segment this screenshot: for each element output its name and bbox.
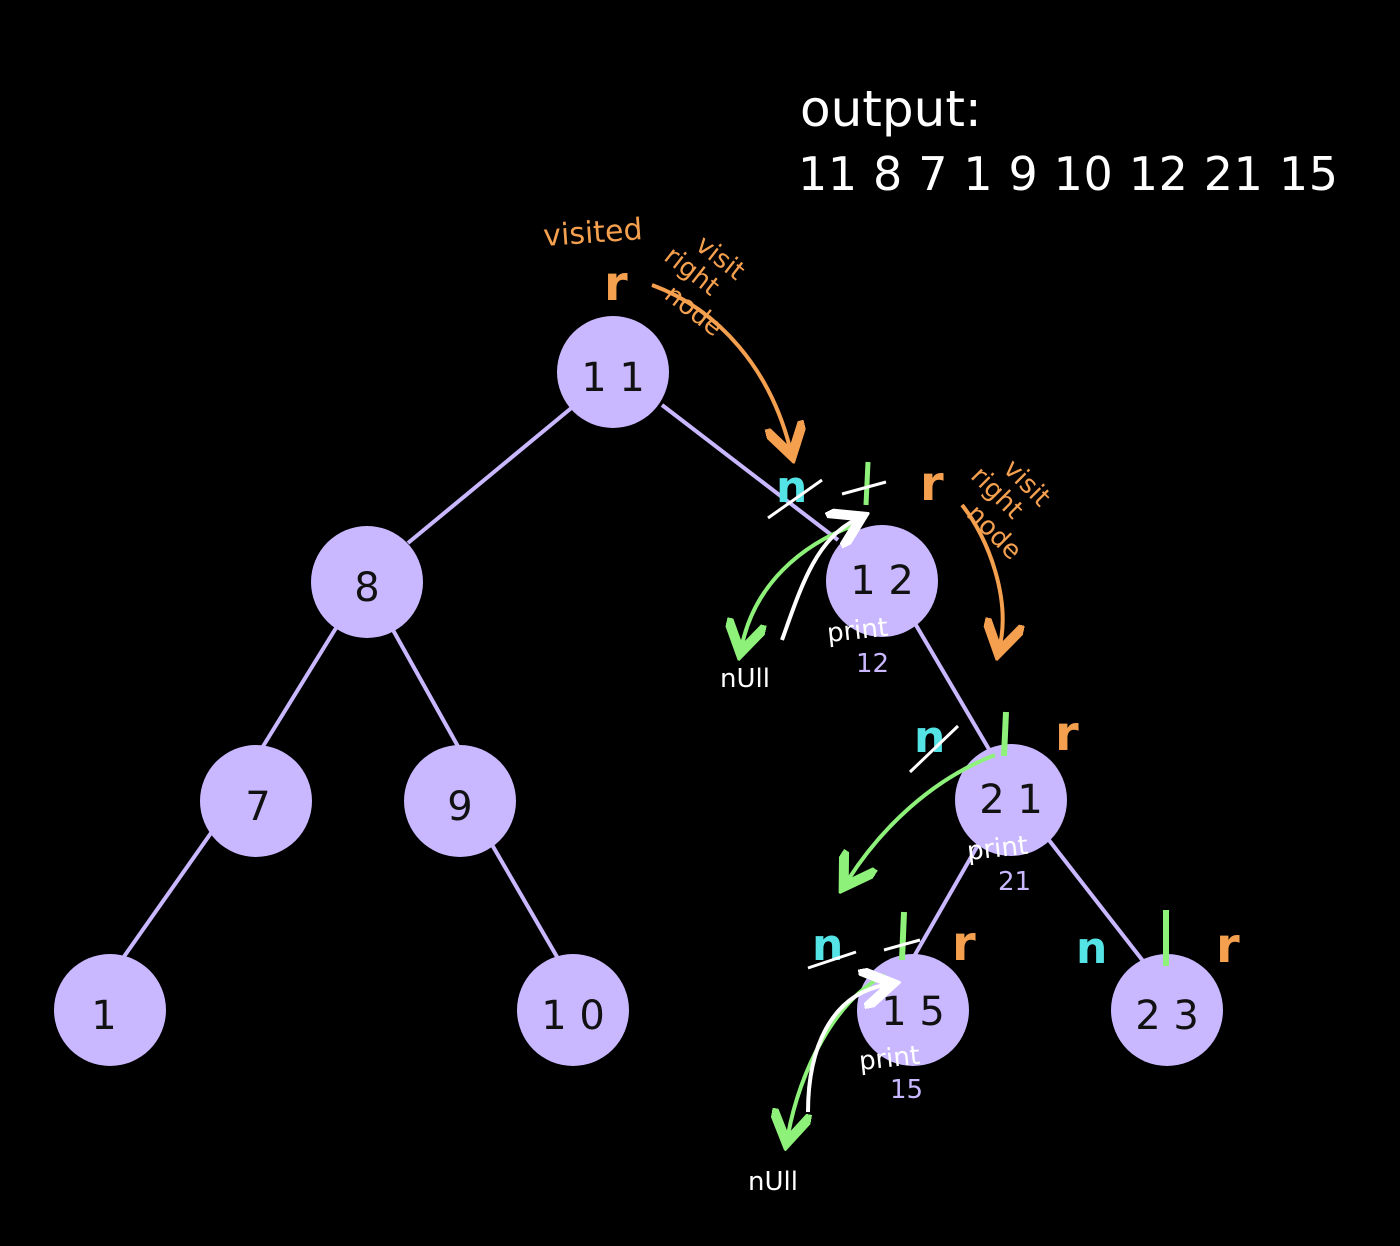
n-marker-15: n [812,920,843,971]
edge-11-8 [406,403,577,545]
green-tick-12 [863,461,871,506]
node-7: 7 [200,745,312,857]
output-sequence: 11 8 7 1 9 10 12 21 15 [798,147,1338,201]
node-12: 1 2 [826,525,938,637]
output-title: output: [800,80,982,138]
tick-strike-15 [883,938,921,952]
n-marker-12: n [776,462,807,513]
n-strike-15 [807,950,857,970]
node-15-label: 1 5 [881,989,945,1035]
green-tick-21 [1001,711,1009,757]
print-label-21: print [966,831,1030,867]
r-marker-15: r [952,916,976,972]
edge-21-15 [910,844,980,961]
edge-12-21 [911,618,992,753]
node-21: 2 1 [955,744,1067,856]
white-arrow-null-to-12 [780,520,855,641]
print-value-12: 12 [856,649,889,679]
node-10-label: 1 0 [541,993,605,1039]
node-9-label: 9 [447,784,472,830]
n-strike-12 [767,478,823,520]
node-23-label: 2 3 [1135,993,1199,1039]
edge-7-1 [121,831,213,960]
r-marker-root: r [604,256,628,312]
node-11-label: 1 1 [581,355,645,401]
print-label-15: print [858,1041,922,1077]
visited-label: visited [542,212,644,254]
visit-right-node-annotation-2: visit right node [960,454,1056,566]
node-9: 9 [404,745,516,857]
edge-9-10 [489,841,562,964]
tree-edges [121,403,1152,972]
node-1: 1 [54,954,166,1066]
n-marker-21: n [914,712,945,763]
node-8-label: 8 [354,565,379,611]
edge-11-12 [660,403,840,542]
r-marker-23: r [1216,918,1240,974]
n-marker-23: n [1076,923,1107,974]
null-label-12: nUll [720,664,770,694]
node-7-label: 7 [245,784,270,830]
r-marker-21: r [1055,706,1079,762]
node-10: 1 0 [517,954,629,1066]
visit-right-node-annotation-1: visit right node [658,230,750,343]
node-21-label: 2 1 [979,777,1043,823]
node-8: 8 [311,526,423,638]
node-11: 1 1 [557,316,669,428]
green-arrow-21-to-left [848,753,996,880]
n-strike-21 [908,724,960,774]
edge-8-9 [391,629,462,751]
print-label-12: print [826,613,890,649]
green-tick-15 [899,911,907,961]
print-value-21: 21 [998,867,1031,897]
node-1-label: 1 [91,993,116,1039]
node-12-label: 1 2 [850,558,914,604]
white-arrow-null-to-15 [806,985,885,1113]
orange-arrow-12-to-21 [960,503,1003,645]
print-value-15: 15 [890,1075,923,1105]
edge-8-7 [260,626,338,750]
r-marker-12: r [920,456,944,512]
node-23: 2 3 [1111,954,1223,1066]
tick-strike-12 [841,480,887,496]
orange-arrow-root-to-12 [651,283,790,448]
null-label-15: nUll [748,1167,798,1197]
edge-21-23 [1043,833,1152,972]
